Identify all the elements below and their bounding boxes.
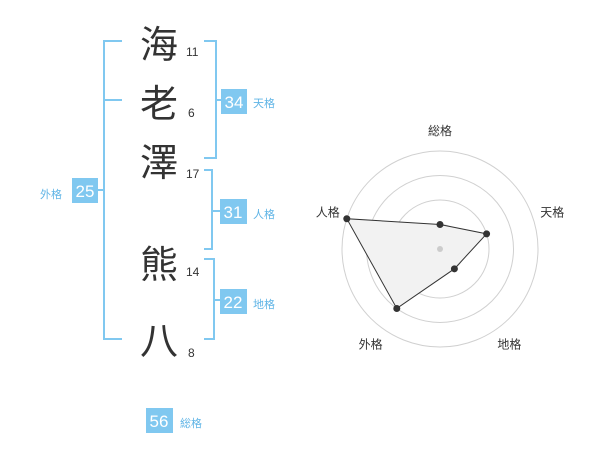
stroke-count: 6: [188, 106, 195, 120]
gaikaku-badge: 外格 25: [40, 178, 98, 203]
chikaku-badge: 22 地格: [220, 289, 275, 314]
soukaku-label: 総格: [180, 416, 202, 430]
jinkaku-value: 31: [224, 203, 243, 222]
name-char-5: 八 8: [140, 319, 195, 363]
stroke-count: 14: [186, 265, 200, 279]
jinkaku-badge: 31 人格: [220, 199, 275, 224]
tenkaku-label: 天格: [253, 96, 275, 110]
radar-points: [343, 215, 491, 312]
radar-point: [343, 215, 351, 223]
kanji-char: 八: [140, 319, 178, 363]
chikaku-bracket: [204, 258, 220, 340]
jinkaku-bracket: [204, 169, 220, 250]
name-char-4: 熊 14: [140, 243, 200, 287]
radar-point: [483, 230, 491, 238]
name-char-3: 澤 17: [140, 141, 200, 185]
stroke-count: 8: [188, 346, 195, 360]
kanji-char: 澤: [140, 141, 178, 185]
chikaku-label: 地格: [253, 297, 275, 311]
radar-axis-label: 天格: [540, 205, 564, 220]
stroke-count: 17: [186, 167, 200, 181]
name-char-1: 海 11: [140, 23, 199, 67]
gaikaku-value: 25: [76, 182, 95, 201]
value-box: [220, 199, 247, 224]
tenkaku-bracket: [204, 40, 221, 159]
radar-area: [345, 218, 488, 310]
radar-axis-label: 地格: [497, 336, 521, 351]
tenkaku-value: 34: [225, 93, 244, 112]
radar-point: [450, 265, 458, 273]
name-char-2: 老 6: [140, 82, 195, 126]
value-box: [72, 178, 98, 203]
radar-point: [436, 221, 444, 228]
radar-ring: [341, 150, 539, 348]
value-box: [220, 289, 247, 314]
radar-center-dot: [437, 246, 443, 252]
radar-point: [393, 304, 401, 312]
fortune-brackets: [96, 40, 221, 340]
gaikaku-bracket: [96, 40, 122, 340]
radar-axis-label: 人格: [316, 205, 340, 220]
value-box: [221, 89, 247, 114]
name-characters: 海 11 老 6 澤 17 熊 14 八 8: [140, 23, 200, 363]
soukaku-badge: 56 総格: [146, 408, 202, 433]
soukaku-value: 56: [150, 412, 169, 431]
radar-axis-label: 総格: [428, 123, 452, 138]
kanji-char: 老: [140, 82, 178, 126]
tenkaku-badge: 34 天格: [221, 89, 275, 114]
jinkaku-label: 人格: [253, 207, 275, 221]
stroke-count: 11: [186, 45, 199, 59]
chikaku-value: 22: [224, 293, 243, 312]
radar-axis-label: 外格: [359, 336, 383, 351]
kanji-char: 海: [140, 23, 178, 67]
gaikaku-label: 外格: [40, 187, 62, 201]
kanji-char: 熊: [140, 243, 178, 287]
value-box: [146, 408, 173, 433]
